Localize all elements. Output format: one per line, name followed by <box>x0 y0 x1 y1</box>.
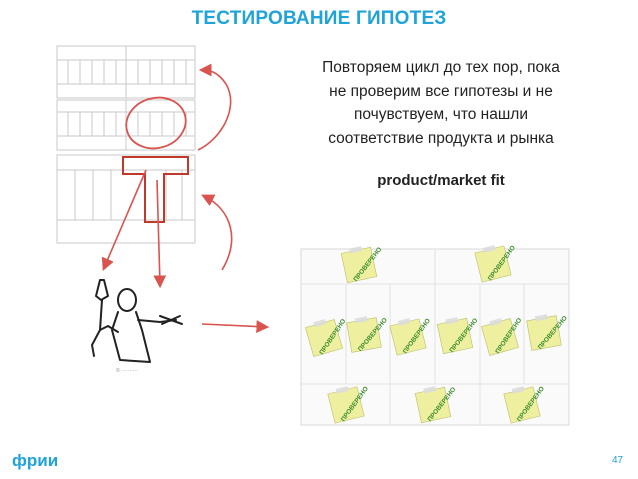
body-line: почувствуем, что нашли <box>353 106 528 123</box>
t-shape-outline <box>122 156 189 223</box>
body-line: соответствие продукта и рынка <box>328 129 554 147</box>
page-number: 47 <box>612 455 624 466</box>
circle-highlight <box>125 96 187 150</box>
sticky-note: ПРОВЕРЕНО <box>327 385 370 424</box>
product-market-fit-label: product/market fit <box>377 172 505 189</box>
fri-logo: фрии <box>12 451 59 470</box>
canvas-block-bottom <box>56 154 196 244</box>
photo-caption: © ·········· <box>116 367 138 374</box>
arrow-to-board <box>201 320 270 333</box>
body-line: Повторяем цикл до тех пор, пока <box>322 59 560 76</box>
body-line: не проверим все гипотезы и не <box>329 82 553 100</box>
sticky-note: ПРОВЕРЕНО <box>346 316 389 353</box>
slide-title: ТЕСТИРОВАНИЕ ГИПОТЕЗ <box>191 8 447 29</box>
body-text: Повторяем цикл до тех пор, пока не прове… <box>282 56 600 150</box>
arrow-loop-bottom <box>201 194 233 271</box>
canvas-grid <box>56 45 196 244</box>
person-sketch <box>91 279 183 363</box>
cycle-arrows <box>101 63 270 333</box>
arrow-loop-top <box>197 63 232 151</box>
arrow-to-experiment <box>153 179 167 289</box>
arrow-to-observe <box>101 169 147 271</box>
